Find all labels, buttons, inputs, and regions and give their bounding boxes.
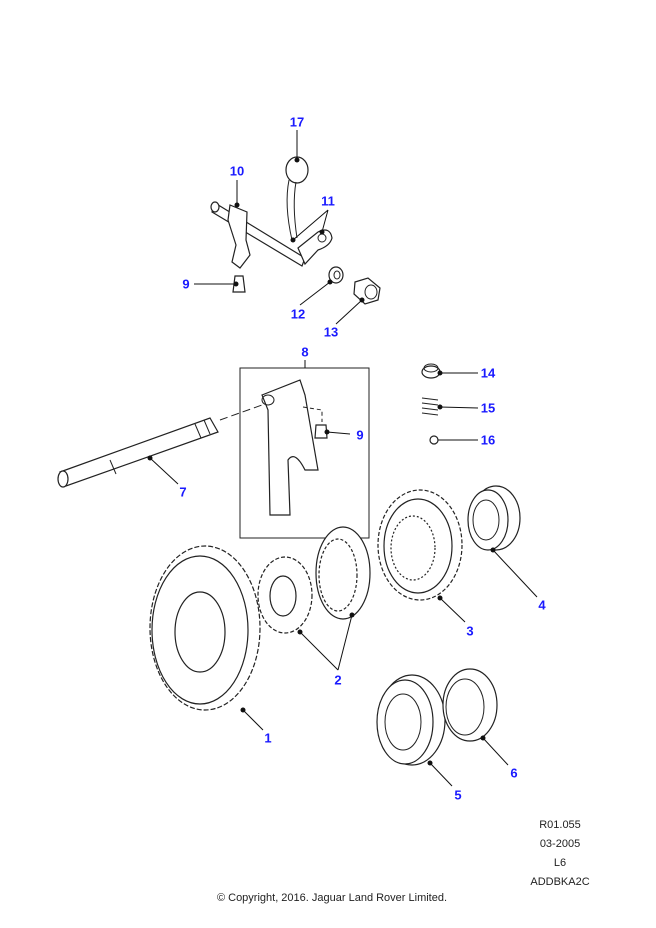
leader-lines (147, 130, 538, 787)
callout-11: 11 (321, 193, 335, 209)
model-code: L6 (553, 857, 567, 869)
diagram-code: ADDBKA2C (530, 876, 590, 888)
callout-10: 10 (229, 163, 245, 179)
part-4-synchro-cone (467, 485, 521, 551)
selector-shaft-assembly (210, 201, 333, 269)
part-17-o-ring (285, 156, 309, 241)
part-7-selector-rail (57, 404, 263, 488)
callout-17: 17 (289, 114, 305, 130)
diagram-date: 03-2005 (539, 838, 581, 850)
part-15-spring (421, 397, 439, 416)
callout-4: 4 (538, 597, 546, 613)
callout-5: 5 (454, 787, 462, 803)
part-2-synchro-hub (257, 556, 313, 634)
part-8-selector-fork (261, 379, 328, 516)
callout-9: 9 (182, 276, 190, 292)
part-14-plug (421, 363, 441, 379)
callout-15: 15 (480, 400, 496, 416)
part-2-synchro-sleeve (315, 526, 371, 620)
callout-8: 8 (301, 344, 309, 360)
callout-3: 3 (466, 623, 474, 639)
reference-number: R01.055 (539, 819, 581, 831)
part-3-gear (377, 489, 463, 601)
copyright-notice: © Copyright, 2016. Jaguar Land Rover Lim… (216, 892, 448, 904)
callout-14: 14 (480, 365, 496, 381)
callout-6: 6 (510, 765, 518, 781)
part-5-bearing (376, 674, 446, 766)
part-1-gear (149, 545, 261, 711)
callout-13: 13 (323, 324, 339, 340)
part-6-ring (442, 668, 498, 742)
part-13-nut (353, 277, 381, 305)
callout-12: 12 (290, 306, 306, 322)
callout-7: 7 (179, 484, 187, 500)
part-12-washer (328, 266, 344, 284)
part-16-ball (429, 435, 439, 445)
callout-2: 2 (334, 672, 342, 688)
callout-9b: 9 (356, 427, 364, 443)
part-9-plunger (232, 275, 246, 293)
callout-16: 16 (480, 432, 496, 448)
callout-1: 1 (264, 730, 272, 746)
